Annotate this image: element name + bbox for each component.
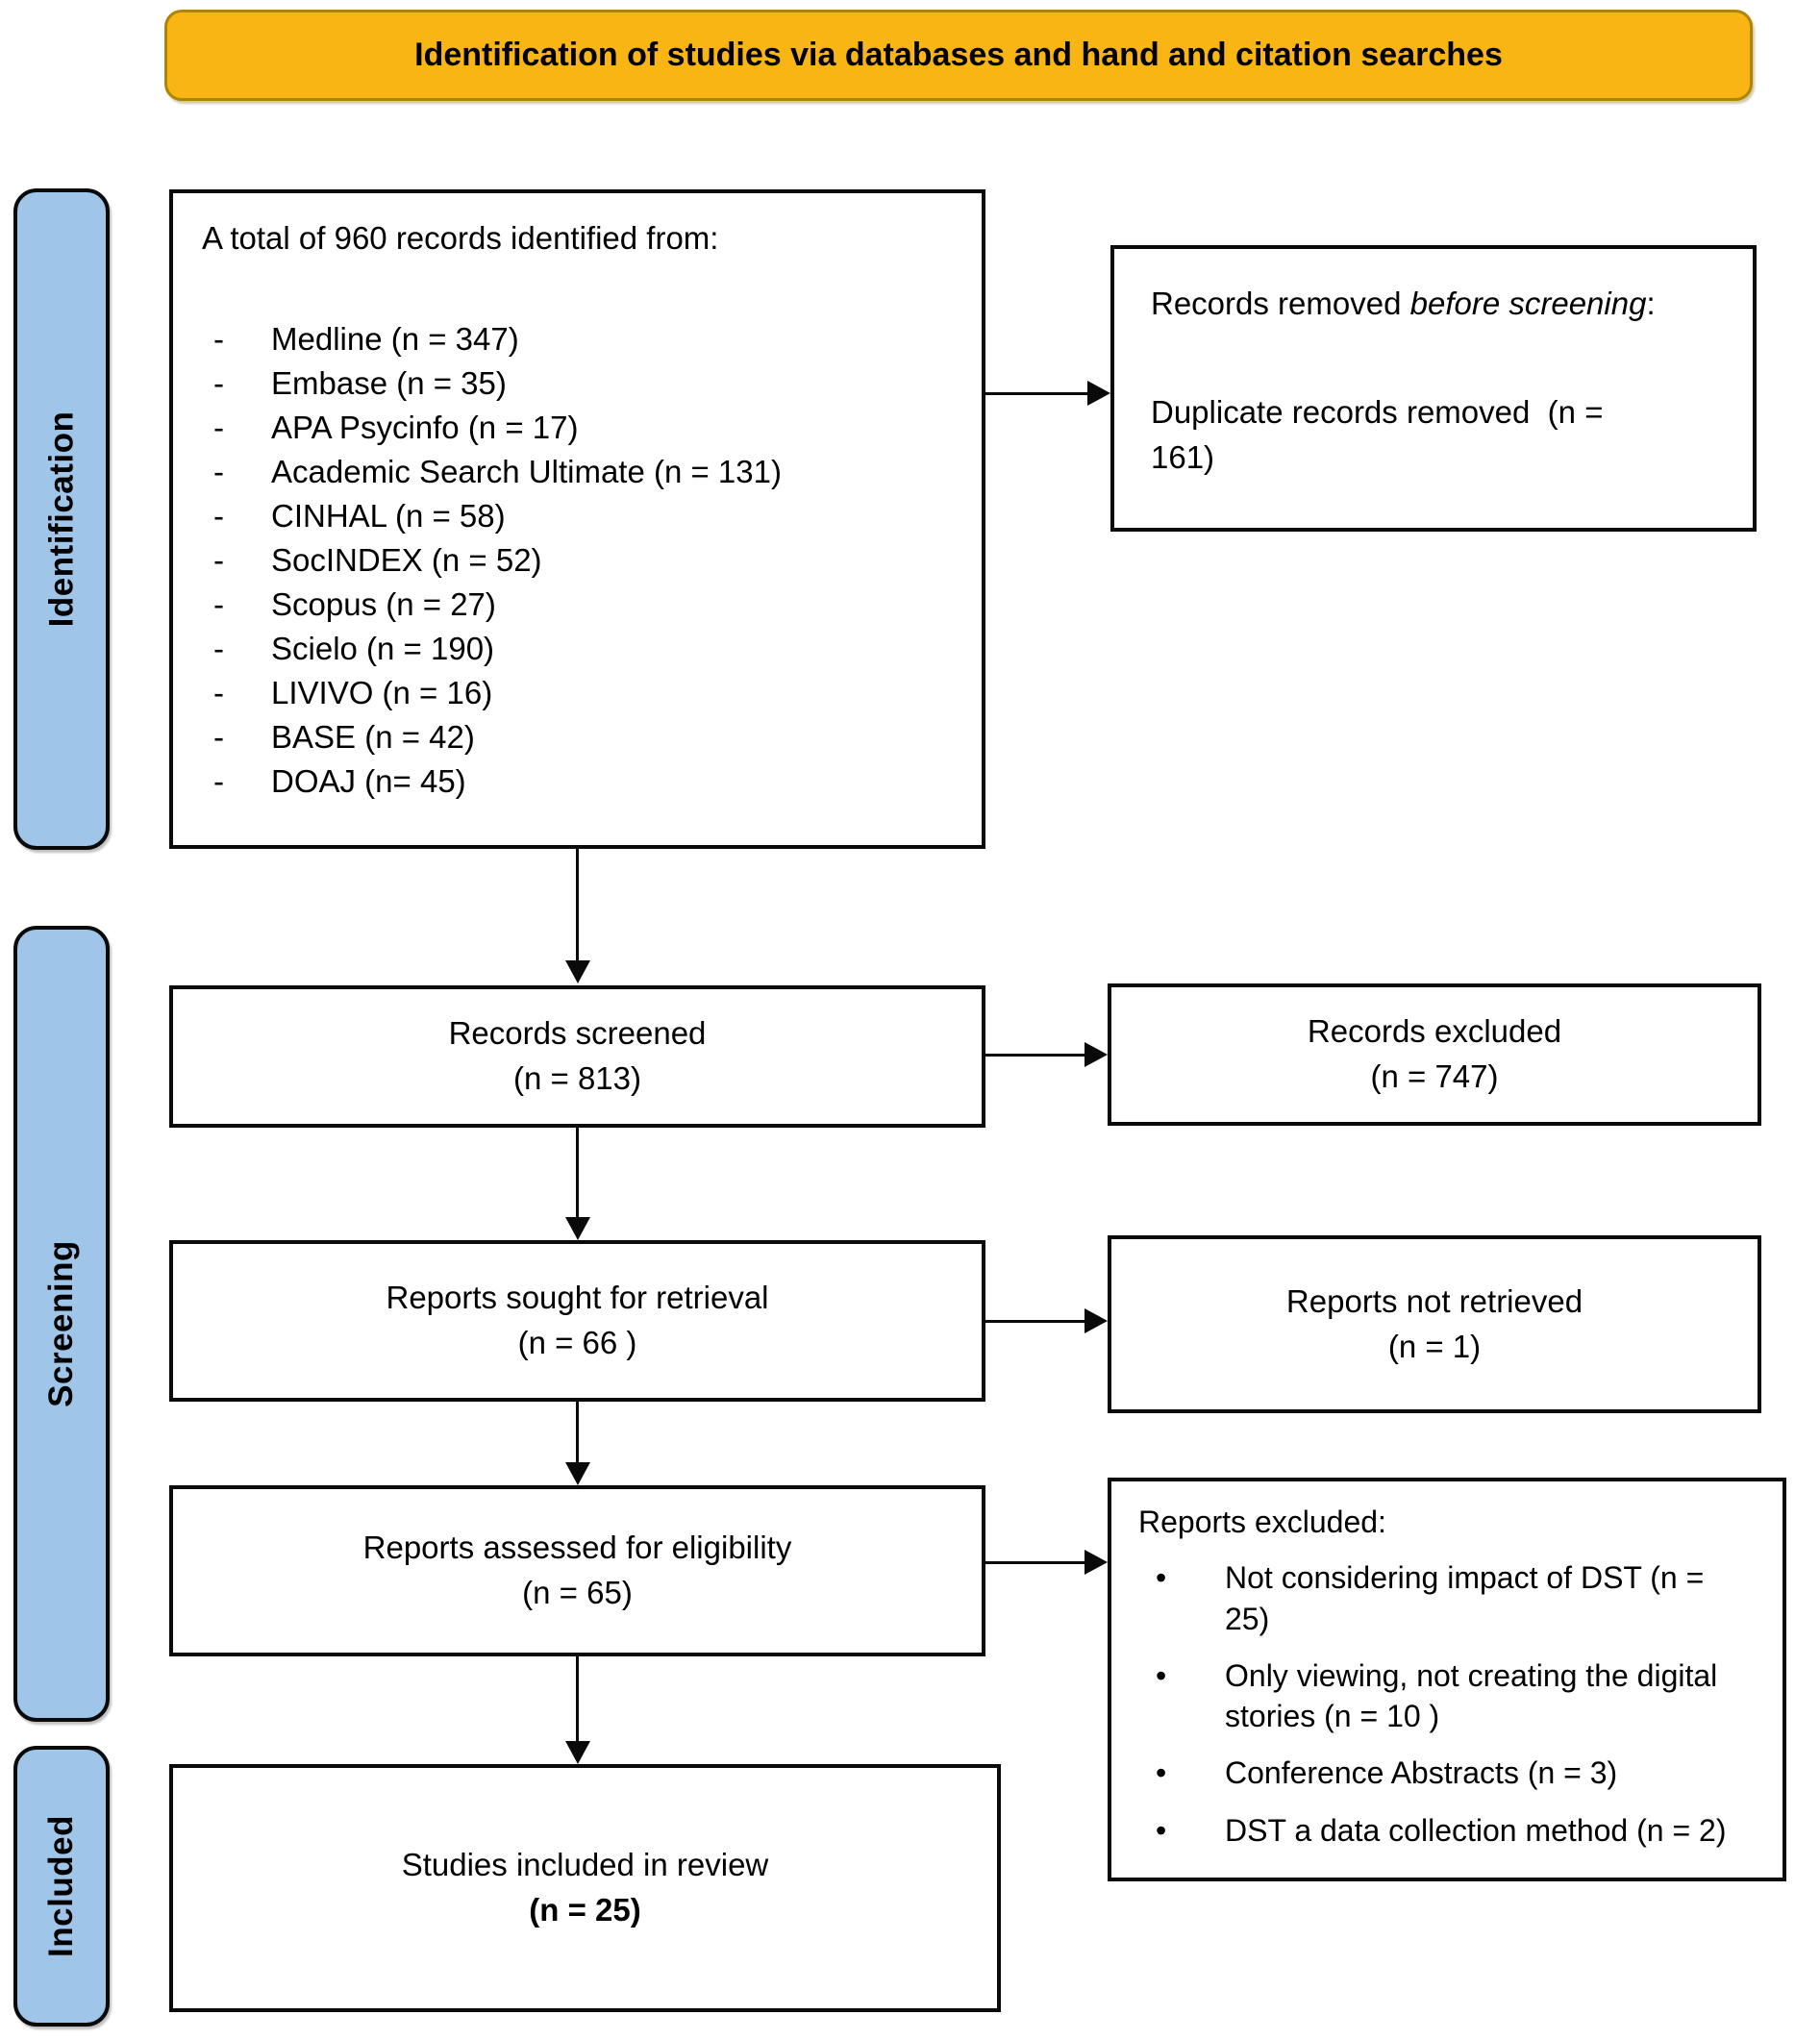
arrow-assessed-to-excluded-line	[985, 1561, 1085, 1564]
source-label: Scielo (n = 190)	[271, 630, 495, 666]
exclusion-reason: Only viewing, not creating the digital s…	[1225, 1657, 1718, 1734]
source-label: DOAJ (n= 45)	[271, 762, 466, 799]
phase-label-included-text: Included	[42, 1815, 80, 1957]
arrow-identified-to-removed-line	[985, 392, 1089, 395]
source-label: Medline (n = 347)	[271, 320, 519, 357]
list-item: - Academic Search Ultimate (n = 131)	[202, 450, 953, 494]
list-item: - SocINDEX (n = 52)	[202, 538, 953, 583]
records-excluded-count: (n = 747)	[1370, 1058, 1499, 1094]
exclusion-reason: DST a data collection method (n = 2)	[1225, 1812, 1727, 1848]
dash-bullet-icon: -	[213, 762, 224, 799]
source-label: APA Psycinfo (n = 17)	[271, 409, 579, 445]
records-screened-label: Records screened	[448, 1015, 707, 1052]
list-item: - Scopus (n = 27)	[202, 583, 953, 627]
box-records-identified: A total of 960 records identified from: …	[169, 189, 985, 849]
dash-bullet-icon: -	[213, 409, 224, 445]
records-removed-heading: Records removed before screening:	[1151, 282, 1716, 327]
bullet-dot-icon: •	[1156, 1657, 1167, 1693]
reports-excluded-heading: Reports excluded:	[1138, 1505, 1386, 1539]
source-label: SocINDEX (n = 52)	[271, 541, 542, 578]
reports-not-retrieved-count: (n = 1)	[1387, 1328, 1482, 1364]
arrow-assessed-to-excluded-head-icon	[1085, 1550, 1108, 1575]
source-label: Scopus (n = 27)	[271, 585, 496, 622]
arrow-sought-to-assessed-head-icon	[565, 1462, 590, 1485]
dash-bullet-icon: -	[213, 364, 224, 401]
dash-bullet-icon: -	[213, 497, 224, 534]
box-reports-excluded: Reports excluded: • Not considering impac…	[1108, 1478, 1786, 1881]
diagram-title-banner: Identification of studies via databases …	[164, 10, 1753, 101]
reports-sought-count: (n = 66 )	[517, 1325, 637, 1360]
dash-bullet-icon: -	[213, 630, 224, 666]
duplicates-removed-text: Duplicate records removed (n = 161)	[1151, 393, 1612, 475]
exclusion-reason: Conference Abstracts (n = 3)	[1225, 1755, 1618, 1791]
arrow-screened-to-sought-head-icon	[565, 1217, 590, 1240]
exclusion-reason: Not considering impact of DST (n = 25)	[1225, 1560, 1705, 1636]
dash-bullet-icon: -	[213, 320, 224, 357]
source-label: CINHAL (n = 58)	[271, 497, 506, 534]
arrow-assessed-to-included-head-icon	[565, 1741, 590, 1764]
reports-not-retrieved-label: Reports not retrieved	[1285, 1282, 1583, 1319]
records-excluded-label: Records excluded	[1307, 1013, 1562, 1050]
list-item: - APA Psycinfo (n = 17)	[202, 406, 953, 450]
dash-bullet-icon: -	[213, 541, 224, 578]
arrow-assessed-to-included-line	[576, 1656, 579, 1741]
exclusion-reason-list: •Not considering impact of DST (n = 25) …	[1138, 1557, 1756, 1850]
box-studies-included: Studies included in review (n = 25)	[169, 1764, 1001, 2012]
box-reports-assessed: Reports assessed for eligibility (n = 65…	[169, 1485, 985, 1656]
list-item: • Only viewing, not creating the digital …	[1138, 1655, 1756, 1736]
records-screened-count: (n = 813)	[513, 1060, 641, 1096]
list-item: - BASE (n = 42)	[202, 715, 953, 759]
phase-label-screening-text: Screening	[42, 1240, 81, 1407]
bullet-dot-icon: •	[1156, 1755, 1167, 1791]
arrow-sought-to-assessed-line	[576, 1402, 579, 1462]
arrow-screened-to-excluded-line	[985, 1054, 1085, 1057]
list-item: • Conference Abstracts (n = 3)	[1138, 1753, 1756, 1793]
list-item: • Not considering impact of DST (n = 25)	[1138, 1557, 1756, 1638]
arrow-screened-to-sought-line	[576, 1128, 579, 1217]
phase-label-identification: Identification	[13, 188, 110, 850]
list-item: - Medline (n = 347)	[202, 317, 953, 361]
list-item: • DST a data collection method (n = 2)	[1138, 1810, 1756, 1851]
box-reports-not-retrieved: Reports not retrieved (n = 1)	[1108, 1235, 1761, 1413]
source-label: Academic Search Ultimate (n = 131)	[271, 453, 782, 489]
database-source-list: - Medline (n = 347) - Embase (n = 35) - APA…	[202, 317, 953, 804]
arrow-identified-to-screened-line	[576, 849, 579, 960]
bullet-dot-icon: •	[1156, 1812, 1167, 1848]
list-item: - Scielo (n = 190)	[202, 627, 953, 671]
list-item: - Embase (n = 35)	[202, 361, 953, 406]
list-item: - LIVIVO (n = 16)	[202, 671, 953, 715]
phase-label-screening: Screening	[13, 926, 110, 1722]
dash-bullet-icon: -	[213, 674, 224, 710]
records-removed-prefix: Records removed	[1151, 286, 1410, 321]
reports-assessed-count: (n = 65)	[522, 1575, 633, 1610]
records-removed-suffix: :	[1646, 286, 1656, 321]
dash-bullet-icon: -	[213, 453, 224, 489]
dash-bullet-icon: -	[213, 718, 224, 755]
source-label: BASE (n = 42)	[271, 718, 475, 755]
bullet-dot-icon: •	[1156, 1560, 1167, 1596]
arrow-identified-to-removed-head-icon	[1087, 381, 1110, 406]
phase-label-identification-text: Identification	[42, 410, 80, 628]
arrow-identified-to-screened-head-icon	[565, 960, 590, 983]
studies-included-label: Studies included in review	[401, 1847, 769, 1883]
arrow-screened-to-excluded-head-icon	[1085, 1042, 1108, 1067]
dash-bullet-icon: -	[213, 585, 224, 622]
reports-assessed-label: Reports assessed for eligibility	[362, 1530, 792, 1566]
list-item: - DOAJ (n= 45)	[202, 759, 953, 804]
reports-sought-label: Reports sought for retrieval	[386, 1280, 769, 1316]
list-item: - CINHAL (n = 58)	[202, 494, 953, 538]
phase-label-included: Included	[13, 1746, 110, 2027]
diagram-title: Identification of studies via databases …	[414, 37, 1503, 73]
box-records-removed: Records removed before screening: Duplic…	[1110, 245, 1757, 532]
box-reports-sought: Reports sought for retrieval (n = 66 )	[169, 1240, 985, 1402]
source-label: Embase (n = 35)	[271, 364, 507, 401]
arrow-sought-to-not-retrieved-line	[985, 1320, 1085, 1323]
records-identified-heading: A total of 960 records identified from:	[202, 220, 719, 256]
box-records-excluded: Records excluded (n = 747)	[1108, 983, 1761, 1126]
box-records-screened: Records screened (n = 813)	[169, 985, 985, 1128]
source-label: LIVIVO (n = 16)	[271, 674, 493, 710]
studies-included-count: (n = 25)	[529, 1892, 641, 1928]
arrow-sought-to-not-retrieved-head-icon	[1085, 1308, 1108, 1333]
records-removed-italic: before screening	[1409, 286, 1647, 321]
